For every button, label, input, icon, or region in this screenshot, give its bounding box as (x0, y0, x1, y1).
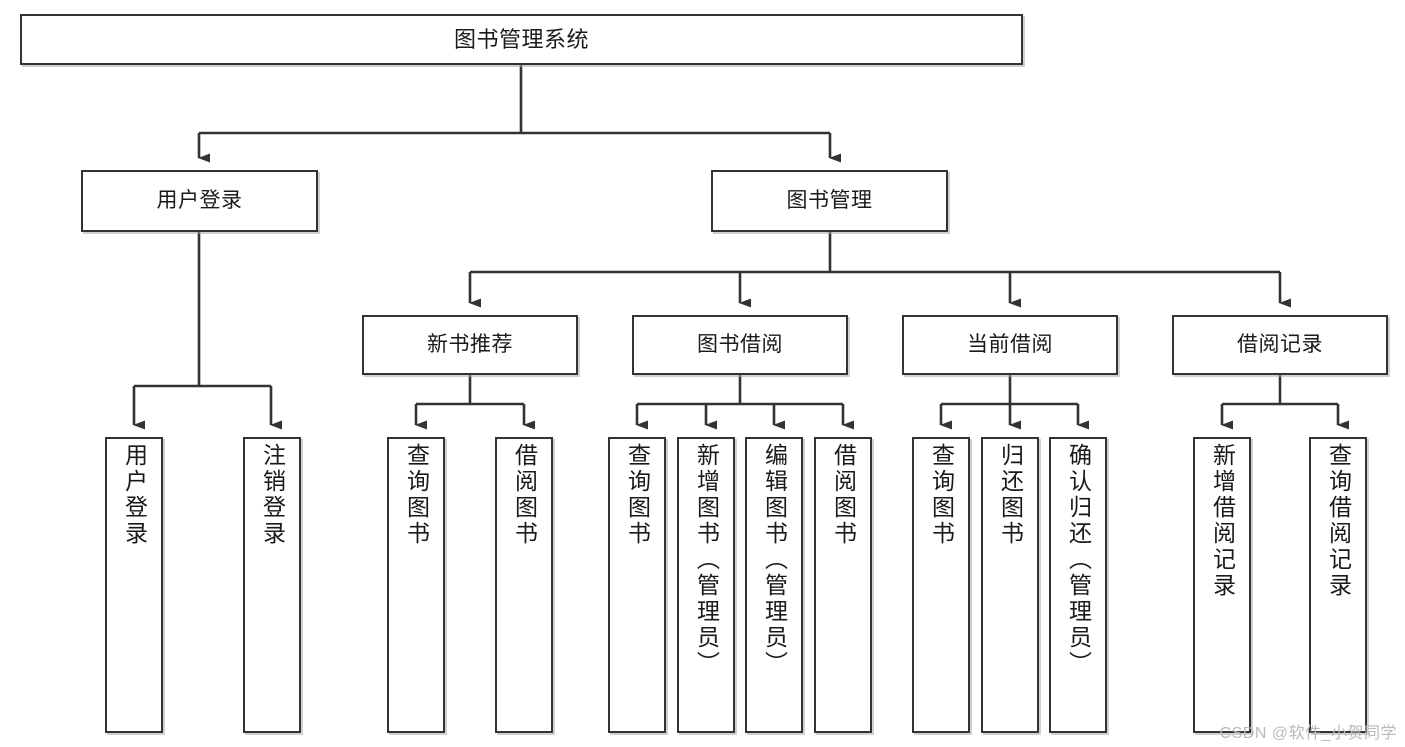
csdn-watermark: CSDN @软件_小贺同学 (1219, 725, 1397, 742)
leaf-user-login[interactable]: 用户登录 (105, 437, 163, 733)
leaf-query-book-current-label: 查询图书 (928, 443, 955, 547)
node-current-borrow[interactable]: 当前借阅 (902, 315, 1118, 375)
leaf-query-book-recommend[interactable]: 查询图书 (387, 437, 445, 733)
leaf-borrow-book-label: 借阅图书 (830, 443, 857, 547)
node-root-label: 图书管理系统 (453, 26, 589, 52)
leaf-borrow-book[interactable]: 借阅图书 (814, 437, 872, 733)
leaf-edit-book-label: 编辑图书（管理员） (761, 443, 788, 677)
leaf-query-borrow-record[interactable]: 查询借阅记录 (1309, 437, 1367, 733)
node-book-management-label: 图书管理 (786, 188, 873, 212)
node-current-borrow-label: 当前借阅 (967, 332, 1053, 356)
node-borrow-record-label: 借阅记录 (1237, 332, 1323, 356)
node-book-borrow-label: 图书借阅 (697, 332, 783, 356)
node-new-book-recommend-label: 新书推荐 (427, 332, 513, 356)
leaf-edit-book[interactable]: 编辑图书（管理员） (745, 437, 803, 733)
leaf-query-book-current[interactable]: 查询图书 (912, 437, 970, 733)
leaf-logout-login[interactable]: 注销登录 (243, 437, 301, 733)
leaf-logout-login-label: 注销登录 (259, 443, 286, 547)
node-book-borrow[interactable]: 图书借阅 (632, 315, 848, 375)
leaf-query-borrow-record-label: 查询借阅记录 (1325, 443, 1352, 599)
node-root-book-management-system[interactable]: 图书管理系统 (20, 14, 1023, 65)
node-book-management[interactable]: 图书管理 (711, 170, 948, 232)
leaf-query-book-borrow[interactable]: 查询图书 (608, 437, 666, 733)
node-new-book-recommend[interactable]: 新书推荐 (362, 315, 578, 375)
node-user-login[interactable]: 用户登录 (81, 170, 318, 232)
node-borrow-record[interactable]: 借阅记录 (1172, 315, 1388, 375)
node-user-login-label: 用户登录 (156, 188, 243, 212)
leaf-query-book-borrow-label: 查询图书 (624, 443, 651, 547)
leaf-add-book-label: 新增图书（管理员） (693, 443, 720, 677)
leaf-return-book-label: 归还图书 (997, 443, 1024, 547)
leaf-user-login-label: 用户登录 (121, 443, 148, 547)
leaf-query-book-recommend-label: 查询图书 (403, 443, 430, 547)
leaf-borrow-book-recommend[interactable]: 借阅图书 (495, 437, 553, 733)
leaf-confirm-return[interactable]: 确认归还（管理员） (1049, 437, 1107, 733)
leaf-borrow-book-recommend-label: 借阅图书 (511, 443, 538, 547)
leaf-return-book[interactable]: 归还图书 (981, 437, 1039, 733)
leaf-add-book[interactable]: 新增图书（管理员） (677, 437, 735, 733)
leaf-confirm-return-label: 确认归还（管理员） (1065, 443, 1092, 677)
leaf-add-borrow-record-label: 新增借阅记录 (1209, 443, 1236, 599)
leaf-add-borrow-record[interactable]: 新增借阅记录 (1193, 437, 1251, 733)
